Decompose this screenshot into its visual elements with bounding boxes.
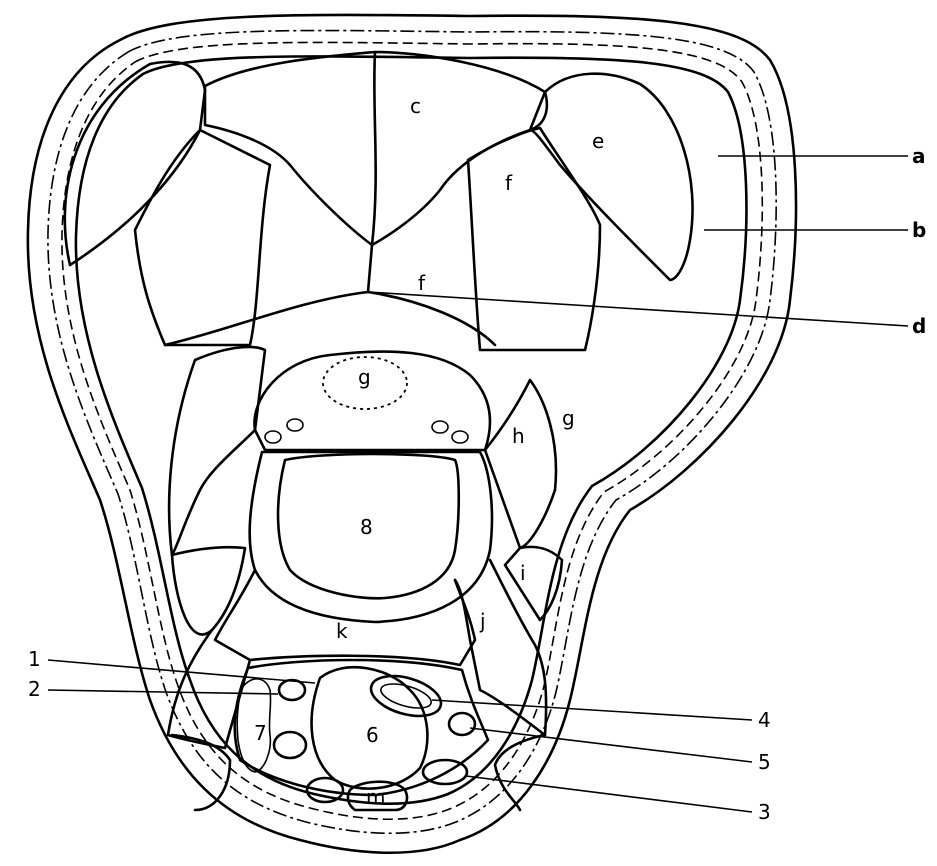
callout-label-1: 1 bbox=[28, 647, 41, 671]
muscle-left-middle bbox=[135, 130, 270, 345]
muscle-c-divider bbox=[368, 52, 376, 292]
foramen-left-b bbox=[287, 419, 303, 431]
label-h: h bbox=[512, 424, 525, 448]
callout-line-d bbox=[368, 292, 908, 326]
label-a: a bbox=[912, 144, 926, 168]
foramen-right-a bbox=[432, 421, 448, 433]
muscle-f-lower-boundary bbox=[165, 292, 495, 345]
label-m: m bbox=[366, 785, 385, 809]
callout-line-2 bbox=[48, 690, 278, 694]
muscle-left-lower bbox=[172, 547, 245, 634]
callout-line-4 bbox=[432, 700, 752, 720]
muscle-i bbox=[505, 547, 562, 620]
vessel-2 bbox=[279, 680, 305, 700]
callout-label-2: 2 bbox=[28, 677, 41, 701]
label-g-right: g bbox=[562, 406, 575, 430]
muscle-j bbox=[455, 560, 546, 735]
muscle-e bbox=[530, 74, 693, 280]
label-c: c bbox=[410, 94, 421, 118]
callout-label-4: 4 bbox=[758, 708, 771, 732]
label-f-lower: f bbox=[418, 271, 426, 295]
label-i: i bbox=[520, 561, 526, 585]
label-b: b bbox=[912, 218, 926, 242]
vessel-left-lower bbox=[274, 732, 306, 758]
foramen-left-a bbox=[265, 431, 281, 443]
muscle-f bbox=[468, 128, 600, 350]
foramen-right-b bbox=[452, 431, 468, 443]
label-k: k bbox=[336, 619, 348, 643]
organ-4-outer bbox=[366, 669, 445, 723]
label-d: d bbox=[912, 314, 926, 338]
label-6: 6 bbox=[366, 723, 379, 747]
label-e: e bbox=[592, 129, 604, 153]
callout-label-3: 3 bbox=[758, 800, 771, 824]
label-g-center: g bbox=[358, 365, 371, 389]
label-f-upper: f bbox=[505, 171, 513, 195]
label-8: 8 bbox=[360, 515, 373, 539]
vertebral-body-upper bbox=[254, 352, 490, 450]
vessel-5 bbox=[449, 713, 475, 735]
callout-label-5: 5 bbox=[758, 750, 771, 774]
muscle-h bbox=[485, 380, 556, 548]
muscle-k bbox=[215, 570, 475, 665]
dashed-layer-line bbox=[62, 42, 762, 819]
dash-dot-layer-line bbox=[48, 31, 776, 834]
label-7: 7 bbox=[254, 721, 267, 745]
label-j: j bbox=[479, 609, 486, 633]
